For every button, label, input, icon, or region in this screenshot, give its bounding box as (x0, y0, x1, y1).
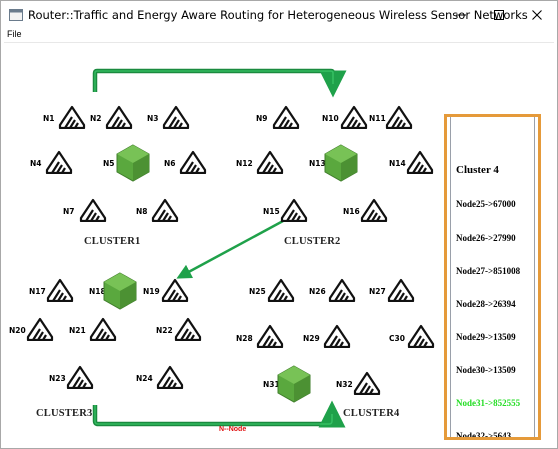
node-label: N4 (30, 159, 42, 168)
node-label: N20 (9, 326, 26, 335)
sensor-node-icon[interactable] (89, 317, 117, 341)
cluster-label: CLUSTER2 (284, 236, 341, 247)
sensor-node-icon[interactable] (66, 365, 94, 389)
node-label: N21 (69, 326, 86, 335)
node-label: N28 (236, 334, 253, 343)
cluster-label: CLUSTER4 (343, 408, 400, 419)
panel-title: Cluster 4 (456, 164, 499, 176)
close-icon (532, 10, 542, 20)
sensor-node-icon[interactable] (256, 324, 284, 348)
sensor-node-icon[interactable] (179, 150, 207, 174)
sensor-node-icon[interactable] (387, 278, 415, 302)
node-label: N13 (309, 159, 326, 168)
node-label: N12 (236, 159, 253, 168)
sensor-node-icon[interactable] (161, 278, 189, 302)
sensor-node-icon[interactable] (46, 278, 74, 302)
node-label: N1 (43, 114, 55, 123)
node-label: N14 (389, 159, 406, 168)
node-label: N3 (147, 114, 159, 123)
node-label: N26 (309, 287, 326, 296)
node-label: N2 (90, 114, 102, 123)
arrow-cluster3-to-cluster4 (92, 400, 346, 428)
node-label: N22 (156, 326, 173, 335)
sensor-node-icon[interactable] (162, 105, 190, 129)
cluster-head-icon[interactable] (115, 144, 151, 182)
sensor-node-icon[interactable] (45, 150, 73, 174)
node-label: N6 (164, 159, 176, 168)
node-label: C30 (389, 334, 405, 343)
legend-text: N--Node (219, 426, 247, 433)
sensor-node-icon[interactable] (174, 317, 202, 341)
cluster-head-icon[interactable] (102, 272, 138, 310)
arrow-cluster2-to-cluster3 (176, 219, 284, 279)
menu-file[interactable]: File (7, 29, 22, 39)
cluster-info-panel: Cluster 4 Node25->67000 Node26->27990 No… (444, 114, 541, 440)
node-label: N25 (249, 287, 266, 296)
cluster-label: CLUSTER1 (84, 236, 141, 247)
panel-item: Node28->26394 (456, 299, 516, 309)
maximize-button[interactable] (479, 1, 519, 29)
sensor-node-icon[interactable] (385, 105, 413, 129)
sensor-node-icon[interactable] (26, 317, 54, 341)
java-app-icon (9, 9, 23, 21)
node-label: N10 (322, 114, 339, 123)
panel-item-highlighted: Node31->852555 (456, 398, 521, 408)
maximize-icon (494, 10, 504, 20)
node-label: N8 (136, 207, 148, 216)
panel-item: Node26->27990 (456, 233, 516, 243)
node-label: N17 (29, 287, 46, 296)
node-label: N23 (49, 374, 66, 383)
sensor-node-icon[interactable] (256, 150, 284, 174)
window-title: Router::Traffic and Energy Aware Routing… (28, 8, 528, 22)
node-label: N31 (263, 380, 280, 389)
cluster-label: CLUSTER3 (36, 408, 93, 419)
sensor-node-icon[interactable] (272, 105, 300, 129)
sensor-node-icon[interactable] (406, 150, 434, 174)
node-label: N29 (303, 334, 320, 343)
panel-item: Node30->13509 (456, 365, 516, 375)
node-label: N19 (143, 287, 160, 296)
node-label: N7 (63, 207, 75, 216)
panel-item: Node25->67000 (456, 199, 516, 209)
sensor-node-icon[interactable] (280, 198, 308, 222)
arrow-cluster1-to-cluster2 (92, 68, 347, 98)
sensor-node-icon[interactable] (79, 198, 107, 222)
node-label: N24 (136, 374, 153, 383)
node-label: N9 (256, 114, 268, 123)
sensor-node-icon[interactable] (156, 365, 184, 389)
sensor-node-icon[interactable] (353, 371, 381, 395)
cluster-info-list: Cluster 4 Node25->67000 Node26->27990 No… (450, 117, 535, 437)
node-label: N27 (369, 287, 386, 296)
close-button[interactable] (517, 1, 557, 29)
node-label: N5 (103, 159, 115, 168)
node-label: N18 (89, 287, 106, 296)
sensor-node-icon[interactable] (151, 198, 179, 222)
sensor-node-icon[interactable] (323, 324, 351, 348)
sensor-node-icon[interactable] (340, 105, 368, 129)
minimize-button[interactable] (441, 1, 481, 29)
panel-item: Node32->5643 (456, 431, 512, 440)
title-bar: Router::Traffic and Energy Aware Routing… (1, 1, 557, 29)
node-label: N15 (263, 207, 280, 216)
sensor-node-icon[interactable] (267, 278, 295, 302)
panel-item: Node29->13509 (456, 332, 516, 342)
sensor-node-icon[interactable] (58, 105, 86, 129)
sensor-node-icon[interactable] (328, 278, 356, 302)
node-label: N16 (343, 207, 360, 216)
node-label: N11 (369, 114, 386, 123)
sensor-node-icon[interactable] (105, 105, 133, 129)
panel-item: Node27->851008 (456, 266, 521, 276)
cluster-head-icon[interactable] (323, 144, 359, 182)
cluster-head-icon[interactable] (276, 365, 312, 403)
sensor-node-icon[interactable] (407, 324, 435, 348)
sensor-node-icon[interactable] (360, 198, 388, 222)
minimize-icon (456, 14, 466, 16)
menu-bar: File (1, 29, 557, 41)
node-label: N32 (336, 380, 353, 389)
